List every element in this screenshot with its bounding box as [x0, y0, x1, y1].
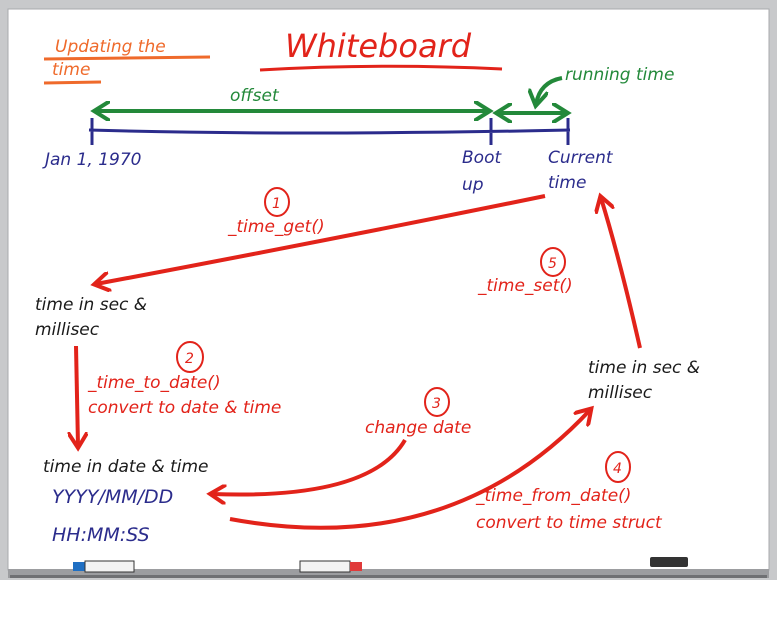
running-time-pointer: [536, 76, 563, 104]
sec-right-line-1: time in sec &: [588, 358, 700, 378]
timeline-axis: [88, 118, 571, 145]
boot-label-2: up: [462, 175, 484, 195]
step-3-number: 3: [432, 396, 441, 412]
boot-label-1: Boot: [462, 148, 502, 168]
sec-left-line-1: time in sec &: [35, 295, 147, 315]
current-label-1: Current: [548, 148, 614, 168]
subtitle-line-2: time: [52, 60, 90, 80]
subtitle-line-1: Updating the: [55, 37, 166, 57]
blue-marker[interactable]: [73, 560, 135, 573]
step-3-circle: [424, 387, 450, 417]
step-2-arrow: [76, 345, 78, 446]
step-2-circle: [176, 341, 204, 373]
offset-label: offset: [230, 86, 280, 106]
subtitle-underline: [43, 55, 211, 85]
step-2-description: convert to date & time: [88, 398, 281, 418]
step-5-number: 5: [548, 256, 557, 272]
eraser[interactable]: [650, 557, 688, 567]
step-3-description: change date: [365, 418, 471, 438]
step-5-arrow: [601, 198, 642, 349]
page-title: Whiteboard: [285, 27, 472, 65]
step-2-number: 2: [185, 351, 194, 367]
date-format: YYYY/MM/DD: [52, 486, 173, 508]
step-4-arrow: [229, 410, 590, 530]
date-time-label: time in date & time: [43, 457, 209, 477]
marker-tray: [8, 569, 769, 578]
step-3-arrow: [212, 438, 407, 495]
step-4-number: 4: [613, 461, 622, 477]
step-4-circle: [605, 451, 631, 483]
start-label: Jan 1, 1970: [42, 150, 142, 170]
step-1-function: _time_get(): [227, 217, 325, 237]
current-label-2: time: [548, 173, 586, 193]
step-2-function: _time_to_date(): [87, 373, 221, 393]
sec-right-line-2: millisec: [588, 383, 653, 403]
step-1-number: 1: [272, 196, 281, 212]
sec-left-line-2: millisec: [35, 320, 100, 340]
running-time-label: running time: [565, 65, 674, 85]
red-marker[interactable]: [299, 560, 362, 573]
step-1-arrow: [96, 194, 546, 284]
step-5-circle: [540, 247, 566, 277]
step-4-function: _time_from_date(): [475, 486, 631, 506]
tray-edge: [10, 575, 767, 578]
title-underline: [259, 64, 503, 72]
time-format: HH:MM:SS: [52, 524, 150, 546]
step-1-circle: [264, 187, 290, 217]
step-5-function: _time_set(): [477, 276, 573, 296]
step-4-description: convert to time struct: [476, 513, 663, 533]
